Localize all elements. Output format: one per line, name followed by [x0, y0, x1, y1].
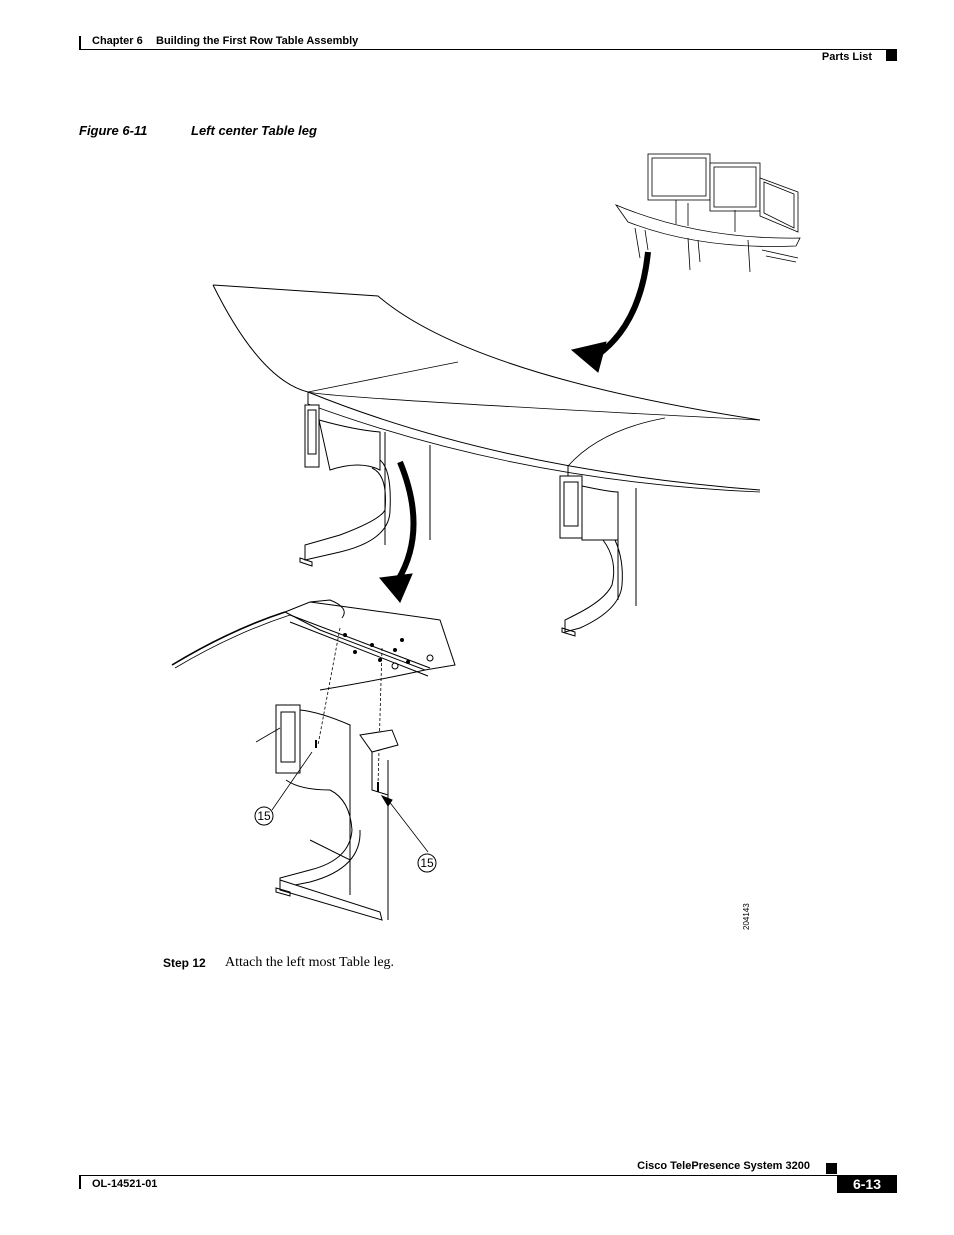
- table-leg-upper-right: [559, 475, 637, 637]
- alignment-lines: [317, 627, 383, 786]
- footer-marker: [826, 1163, 837, 1174]
- table-leg-upper-left: [299, 404, 431, 567]
- footer-doc-number: OL-14521-01: [92, 1178, 158, 1190]
- header-rule: [80, 49, 897, 50]
- header-chapter-title: Building the First Row Table Assembly: [156, 35, 359, 47]
- exploded-table-leg: [275, 704, 399, 921]
- indicator-arrow-top: [570, 251, 651, 373]
- step-text: Attach the left most Table leg.: [225, 955, 395, 970]
- step-label: Step 12: [163, 956, 206, 970]
- footer-product: Cisco TelePresence System 3200: [637, 1160, 810, 1172]
- indicator-arrow-middle: [379, 460, 417, 603]
- system-overview-thumbnail: [614, 153, 801, 273]
- callout-circle-2: [417, 853, 437, 873]
- callout-label-1: 15: [257, 809, 271, 823]
- header-marker: [886, 50, 897, 61]
- leader-line-callout-1: [271, 751, 313, 811]
- table-top: [212, 284, 761, 493]
- footer-tick: [79, 1175, 81, 1189]
- callout-label-2: 15: [420, 856, 434, 870]
- footer-page-number: 6-13: [837, 1175, 897, 1193]
- header-chapter: Chapter 6: [92, 35, 143, 47]
- exploded-table-section: [171, 599, 456, 691]
- leader-line-leg: [255, 727, 281, 743]
- header-section: Parts List: [821, 51, 872, 63]
- figure-title: Left center Table leg: [191, 123, 317, 138]
- figure-number: Figure 6-11: [79, 123, 148, 138]
- header-tick: [79, 36, 81, 50]
- leader-line-callout-2: [387, 799, 429, 853]
- figure-id: 204143: [742, 903, 751, 930]
- callout-circle-1: [254, 806, 274, 826]
- footer-rule: [80, 1175, 897, 1176]
